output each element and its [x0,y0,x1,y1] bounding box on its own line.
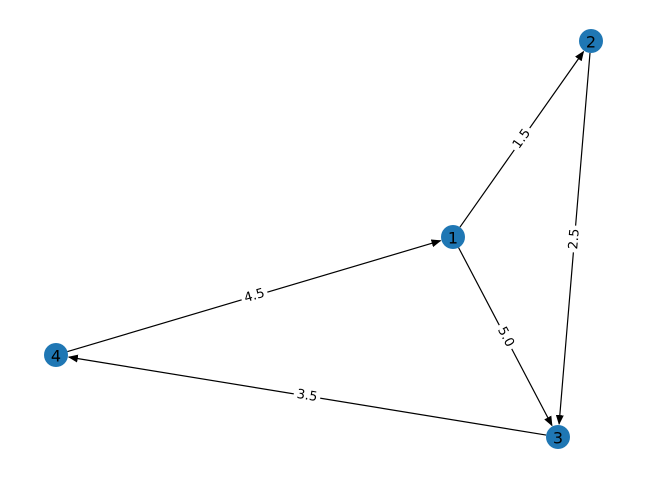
edge-label-background [565,224,584,254]
edge-label-1-2: 1.5 [507,123,537,155]
edge-weight-label: 3.5 [296,387,319,405]
node-2: 2 [579,29,603,53]
edge-weight-label: 4.5 [242,286,266,306]
edge-label-3-4: 3.5 [292,385,322,407]
node-label: 4 [51,347,61,366]
node-label: 2 [586,33,596,52]
edge-label-background [492,321,519,353]
edge-label-2-3: 2.5 [565,224,584,254]
edge-label-background [292,385,322,407]
node-label: 3 [553,429,563,448]
node-circle [441,225,465,249]
node-circle [579,29,603,53]
node-circle [44,343,68,367]
node-4: 4 [44,343,68,367]
edges-layer [67,50,591,436]
node-3: 3 [546,425,570,449]
node-circle [546,425,570,449]
edge-label-background [239,284,270,308]
edge-label-4-1: 4.5 [239,284,270,308]
node-1: 1 [441,225,465,249]
nodes-layer: 1 2 3 4 [44,29,603,449]
edge-labels-layer: 1.5 2.5 5.0 3.5 4.5 [239,123,584,407]
edge-label-1-3: 5.0 [492,321,519,353]
edge-label-background [507,123,537,155]
node-label: 1 [448,229,458,248]
edge-weight-label: 2.5 [566,228,583,250]
